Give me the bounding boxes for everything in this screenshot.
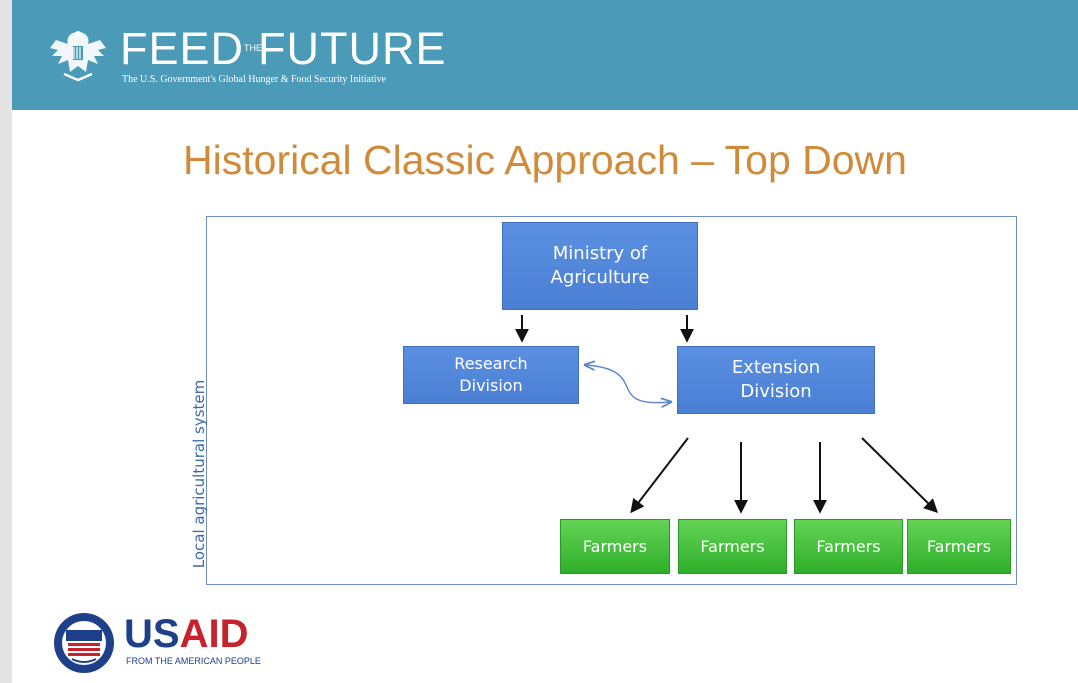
node-farmers-1: Farmers [560,519,670,574]
brand-the: THE [244,42,263,53]
node-farmers-3: Farmers [794,519,903,574]
diagram-frame [206,216,1017,585]
usaid-wordmark: USAID [124,614,248,654]
node-ministry-label: Ministry of Agriculture [550,242,650,288]
usaid-seal-icon [54,613,114,673]
great-seal-icon [50,31,106,82]
brand-future: FUTURE [258,23,447,74]
node-extension-label: Extension Division [731,356,821,402]
brand-wordmark: FEEDTHEFUTURE [120,26,447,71]
usaid-subtitle: FROM THE AMERICAN PEOPLE [126,656,261,666]
node-farmers-label: Farmers [700,536,765,556]
brand-feed: FEED [120,23,245,74]
side-label: Local agricultural system [190,379,208,569]
node-farmers-label: Farmers [926,536,992,556]
node-research: Research Division [403,346,579,404]
slide: FEEDTHEFUTURE The U.S. Government's Glob… [12,0,1078,683]
node-farmers-label: Farmers [816,536,881,556]
node-ministry: Ministry of Agriculture [502,222,698,310]
node-farmers-4: Farmers [907,519,1011,574]
node-research-label: Research Division [454,354,528,395]
slide-title: Historical Classic Approach – Top Down [183,137,907,183]
node-extension: Extension Division [677,346,875,414]
node-farmers-label: Farmers [582,536,648,556]
node-farmers-2: Farmers [678,519,787,574]
usaid-us: US [124,612,180,656]
brand-tagline: The U.S. Government's Global Hunger & Fo… [122,74,386,85]
header-banner: FEEDTHEFUTURE The U.S. Government's Glob… [12,0,1078,110]
usaid-aid: AID [179,612,249,656]
